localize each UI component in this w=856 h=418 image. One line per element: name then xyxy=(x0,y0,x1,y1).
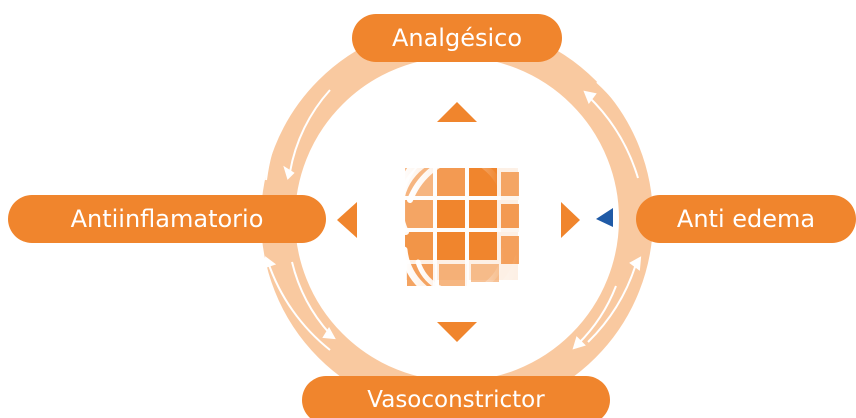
arrowhead-icon xyxy=(572,336,586,350)
arc-arrow-upper-right-outer xyxy=(587,95,639,179)
crosshatch-circle-logo-icon xyxy=(395,139,531,306)
node-analgesico: Analgésico xyxy=(352,14,562,62)
arc-arrow-upper-right-inner xyxy=(596,81,641,139)
arc-arrow-upper-left-outer xyxy=(265,91,301,181)
arrowhead-icon xyxy=(295,82,309,96)
arrow-right-icon xyxy=(561,202,580,238)
arc-arrow-lower-right-inner xyxy=(577,285,617,345)
arrow-left-icon xyxy=(337,202,357,238)
blue-marker-icon xyxy=(596,208,613,227)
arrowhead-icon xyxy=(629,256,642,271)
arc-arrow-lower-left-outer xyxy=(267,261,331,351)
node-anti-edema: Anti edema xyxy=(636,195,856,243)
node-antiinflamatorio: Antiinflamatorio xyxy=(8,195,326,243)
arc-arrow-lower-right-outer xyxy=(587,263,637,343)
arrowhead-icon xyxy=(322,327,336,340)
arc-arrow-lower-left-inner xyxy=(291,261,331,335)
arrow-down-icon xyxy=(437,322,477,342)
arrowhead-icon xyxy=(283,165,295,180)
arrowhead-icon xyxy=(583,90,597,105)
arrow-up-icon xyxy=(437,102,477,122)
arc-arrow-upper-left-inner xyxy=(289,89,331,173)
arrowhead-icon xyxy=(263,256,277,269)
node-vasoconstrictor: Vasoconstrictor xyxy=(302,376,610,418)
flow-arrows xyxy=(263,81,642,351)
